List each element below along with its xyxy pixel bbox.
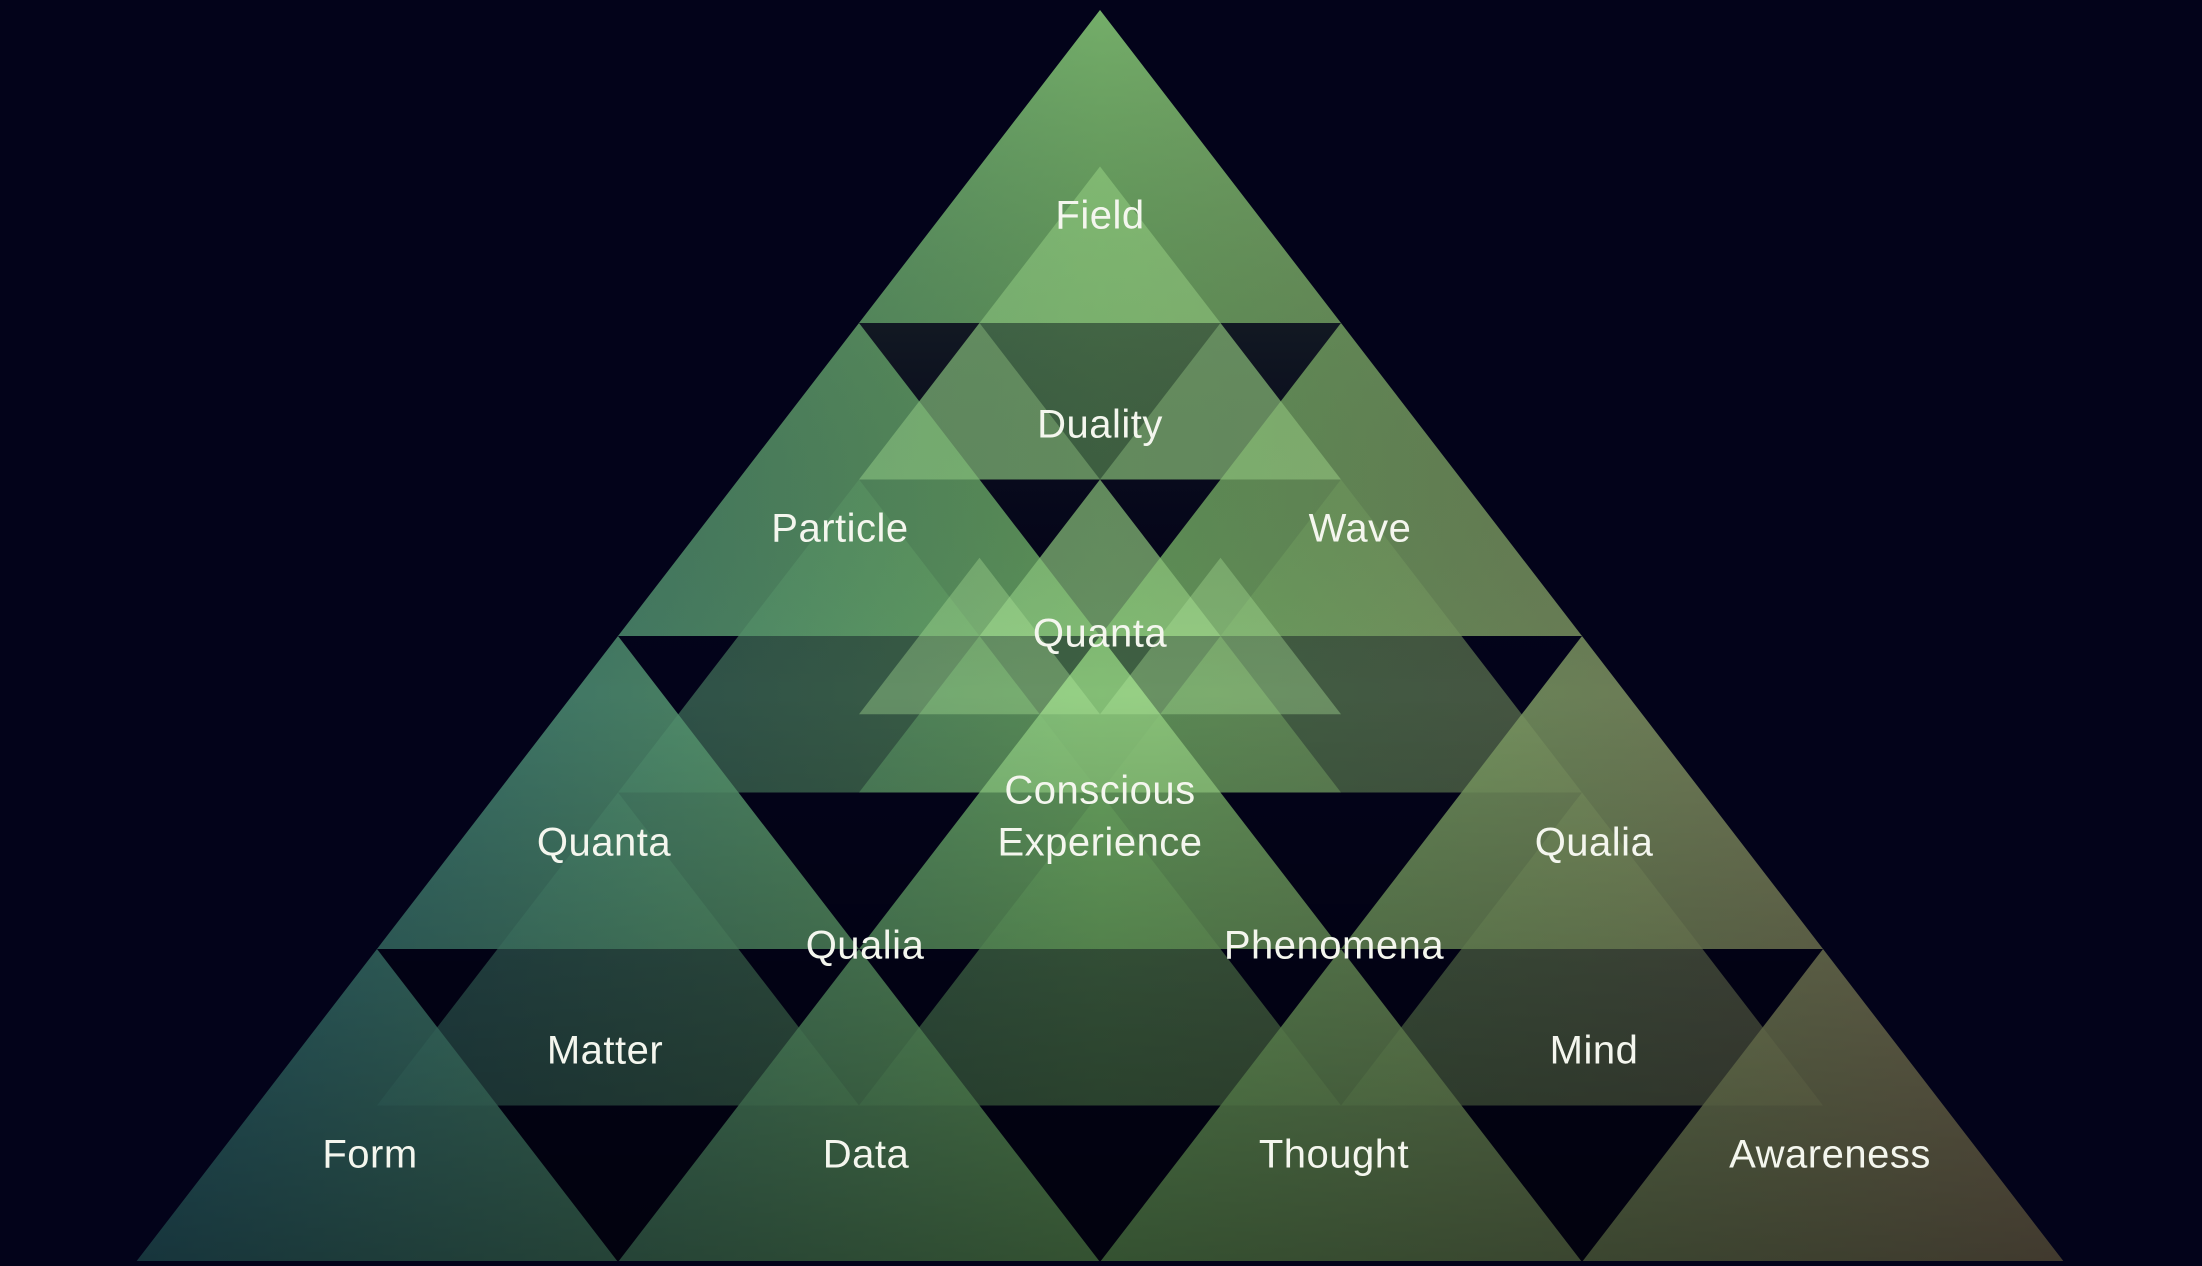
label-layer: Field Duality Particle Wave Quanta Consc… (322, 194, 1930, 1177)
pyramid-shade (136, 10, 2064, 1262)
label-mind: Mind (1550, 1029, 1639, 1073)
shade-layer (136, 10, 2064, 1262)
label-conscious: Conscious (1004, 769, 1195, 813)
label-awareness: Awareness (1729, 1133, 1931, 1177)
label-duality: Duality (1037, 403, 1163, 447)
label-form: Form (322, 1133, 417, 1177)
label-qualia-center: Qualia (806, 924, 925, 968)
label-experience: Experience (997, 821, 1202, 865)
label-data: Data (823, 1133, 910, 1177)
label-wave: Wave (1309, 507, 1412, 551)
label-particle: Particle (771, 507, 908, 551)
label-quanta-left: Quanta (537, 821, 671, 865)
label-phenomena: Phenomena (1224, 924, 1444, 968)
label-thought: Thought (1259, 1133, 1409, 1177)
label-qualia-right: Qualia (1535, 821, 1654, 865)
label-quanta-center: Quanta (1033, 612, 1167, 656)
label-matter: Matter (547, 1029, 663, 1073)
label-field: Field (1055, 194, 1144, 238)
